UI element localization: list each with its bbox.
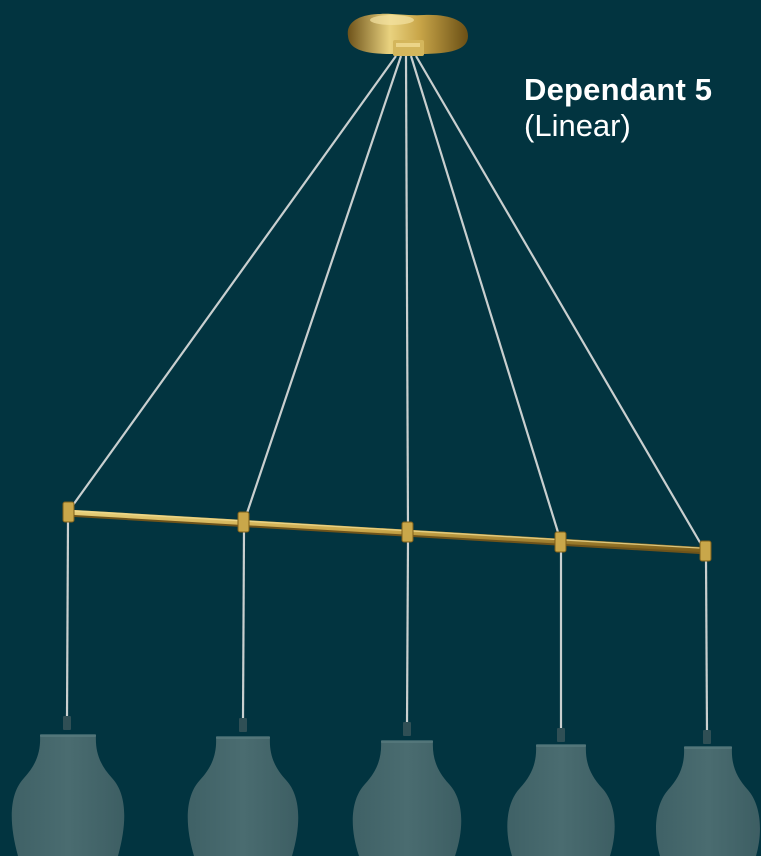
shade-necks <box>63 716 711 744</box>
pendant-shades <box>11 735 760 856</box>
brass-bar <box>62 509 712 555</box>
drop-cables <box>65 519 709 733</box>
pendant-shade <box>656 747 760 856</box>
ceiling-canopy <box>347 13 468 56</box>
pendant-shade <box>507 745 615 856</box>
product-title-block: Dependant 5 (Linear) <box>524 72 712 144</box>
product-name: Dependant 5 <box>524 72 713 107</box>
pendant-shade <box>187 737 299 856</box>
product-variant: (Linear) <box>524 108 631 143</box>
pendant-shade <box>11 735 125 856</box>
pendant-shade <box>352 741 462 856</box>
shade-rims <box>40 734 732 749</box>
suspension-cables <box>67 55 706 552</box>
bar-connectors <box>62 501 712 562</box>
